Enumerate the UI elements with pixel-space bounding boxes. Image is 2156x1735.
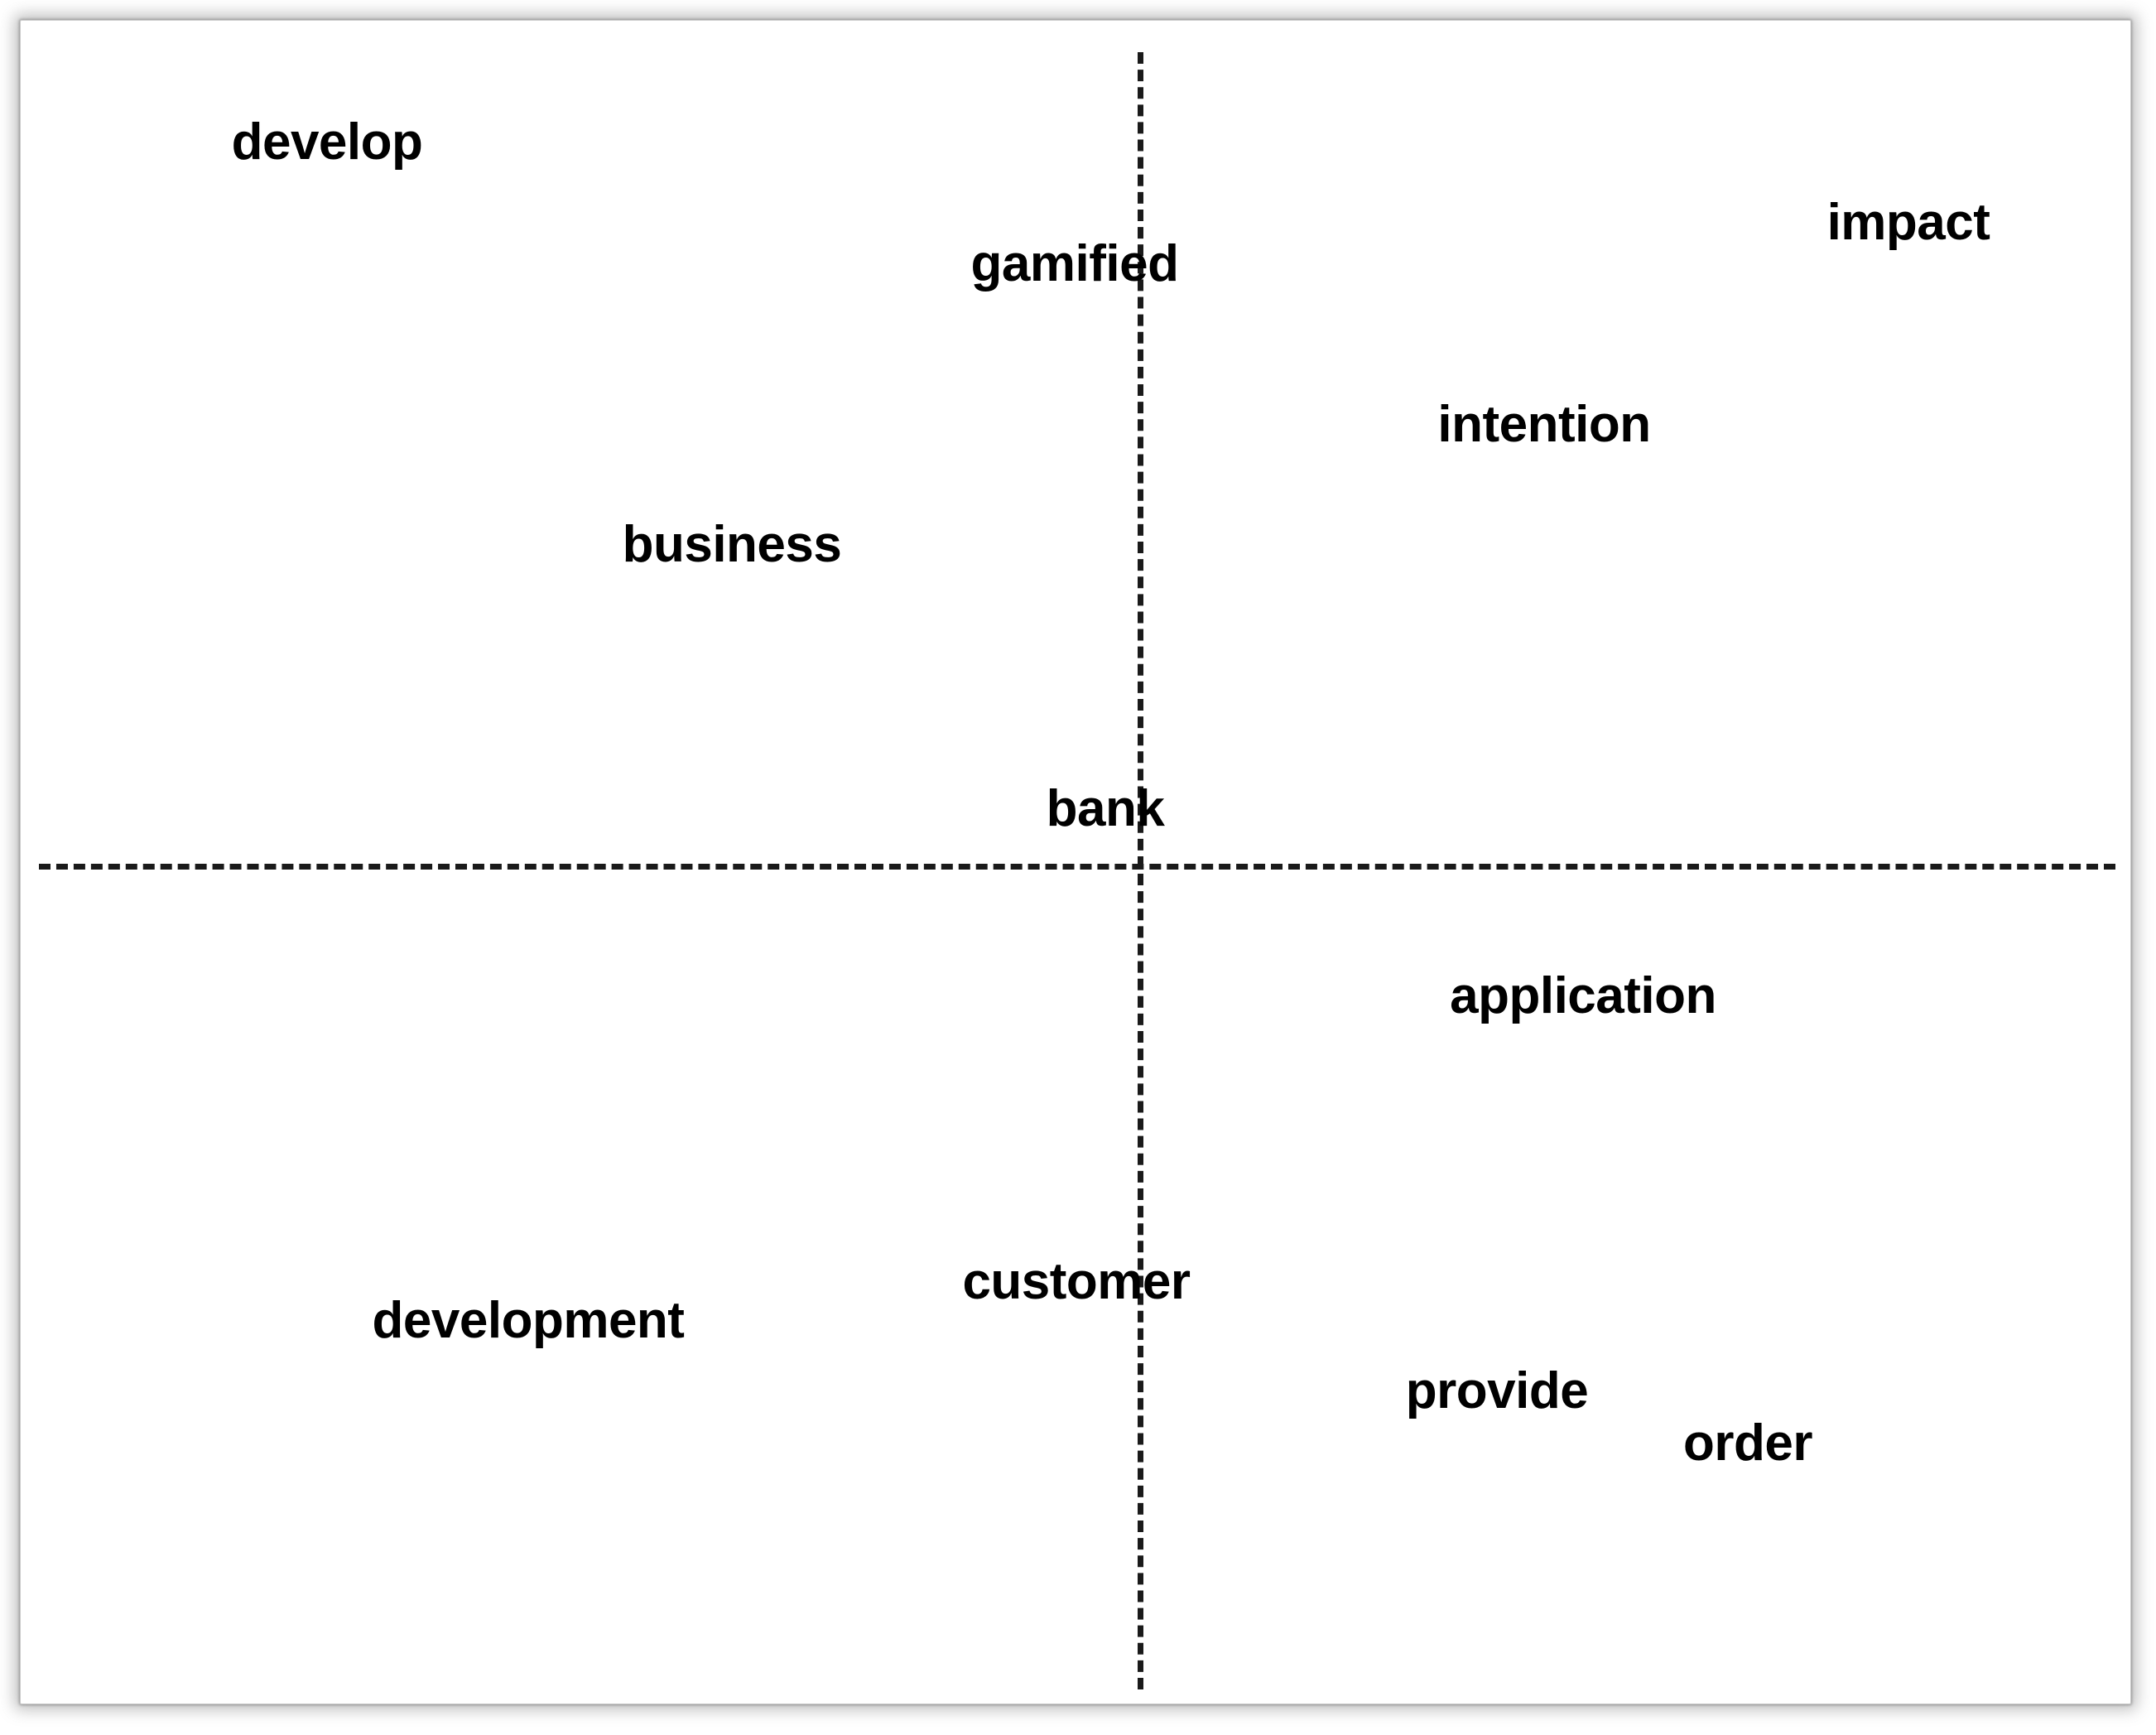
word-label-business: business — [622, 516, 842, 573]
word-label-impact: impact — [1826, 194, 1990, 251]
word-label-gamified: gamified — [970, 235, 1179, 292]
word-label-develop: develop — [231, 113, 423, 171]
vertical-axis-dashed-line — [1138, 52, 1143, 1689]
word-label-intention: intention — [1437, 396, 1651, 453]
word-label-application: application — [1450, 967, 1716, 1024]
plot-frame — [20, 20, 2131, 1704]
word-label-order: order — [1683, 1415, 1812, 1472]
word-label-bank: bank — [1046, 780, 1165, 837]
word-label-development: development — [372, 1292, 685, 1349]
word-label-customer: customer — [962, 1253, 1191, 1310]
word-label-provide: provide — [1405, 1362, 1589, 1419]
horizontal-axis-dashed-line — [39, 864, 2115, 870]
